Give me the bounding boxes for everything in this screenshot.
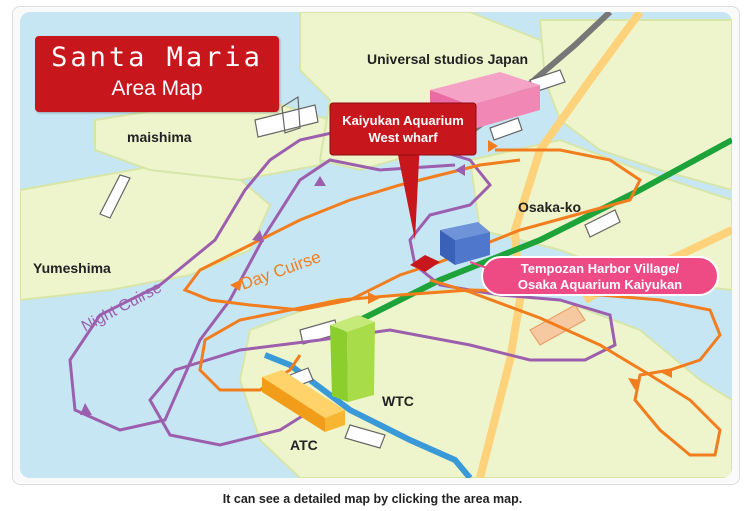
place-label-wtc: WTC — [382, 393, 414, 409]
day-route-arrows — [230, 140, 672, 390]
day-cruise-route-south — [198, 278, 722, 457]
kaiyukan-callout-box — [329, 102, 477, 156]
kaiyukan-callout-line2: West wharf — [368, 130, 438, 145]
map-caption: It can see a detailed map by clicking th… — [222, 492, 523, 506]
place-label-osaka-ko: Osaka-ko — [518, 199, 582, 215]
map-title-box: Santa Maria Area Map — [35, 36, 279, 112]
atc-building — [262, 370, 345, 432]
wtc-building — [330, 315, 375, 402]
rail-blue — [263, 352, 473, 478]
night-cruise-route — [68, 128, 617, 447]
night-route-arrows — [80, 164, 465, 415]
kaiyukan-callout-line1: Kaiyukan Aquarium — [342, 113, 464, 128]
place-label-yumeshima: Yumeshima — [33, 260, 111, 276]
kaiyukan-callout-pointer — [395, 140, 420, 240]
tempozan-callout-pointer — [469, 261, 488, 269]
place-label-usj: Universal studios Japan — [367, 51, 529, 67]
map-title-line2: Area Map — [111, 77, 203, 100]
map-title-line1: Santa Maria — [51, 42, 263, 73]
tempozan-callout-line2: Osaka Aquarium Kaiyukan — [518, 277, 682, 292]
rail-green — [328, 137, 732, 338]
place-label-maishima: maishima — [127, 129, 192, 145]
day-cruise-route — [182, 148, 642, 312]
tempozan-callout-line1: Tempozan Harbor Village/ — [521, 261, 680, 276]
tempozan-callout-pill — [481, 256, 719, 296]
road-main — [476, 12, 644, 478]
tempozan-building — [440, 222, 490, 265]
kaiyukan-wharf-marker — [410, 255, 440, 272]
place-label-atc: ATC — [290, 437, 318, 453]
